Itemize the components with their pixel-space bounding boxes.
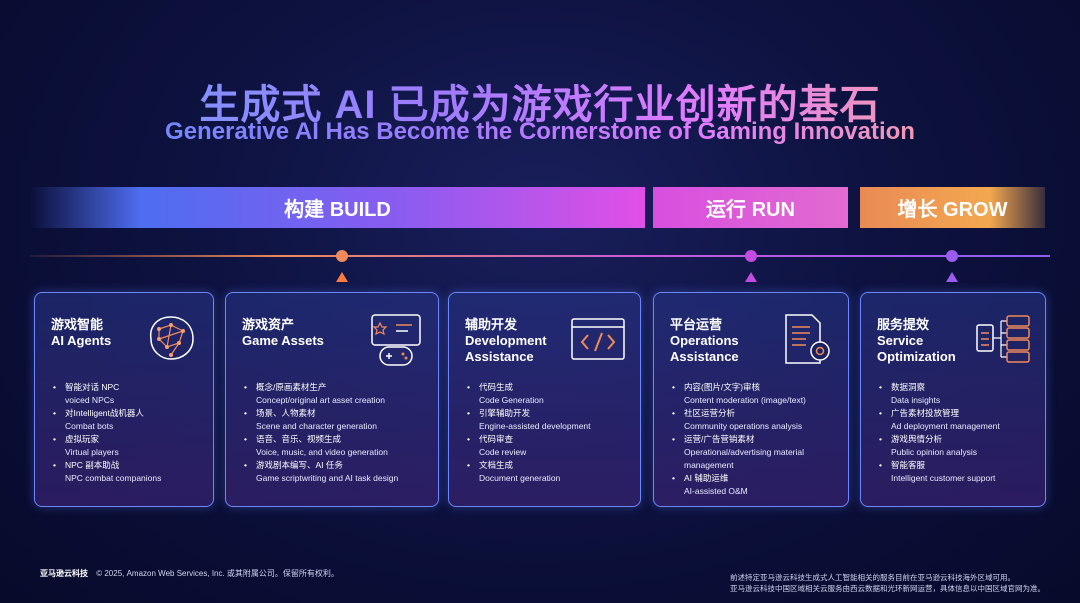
card-title-en2: Assistance	[465, 349, 534, 364]
card-title-cn: 游戏资产	[242, 317, 295, 332]
card-title: 游戏智能 AI Agents	[51, 317, 111, 349]
phase-grow: 增长 GROW	[860, 187, 1045, 228]
triangle-marker-run	[745, 272, 757, 282]
brain-network-icon	[149, 316, 194, 360]
timeline	[30, 255, 1050, 257]
card-title-en: Game Assets	[242, 333, 324, 348]
card-title-en: Operations	[670, 333, 739, 348]
footer-left: 亚马逊云科技 © 2025, Amazon Web Services, Inc.…	[40, 568, 339, 579]
card-title: 平台运营 Operations Assistance	[670, 317, 739, 365]
note-line: 亚马逊云科技中国区域相关云服务由西云数据和光环新网运营，具体信息以中国区域官网为…	[730, 584, 1045, 593]
card-title: 服务提效 Service Optimization	[877, 317, 956, 365]
flow-chart-icon	[976, 315, 1030, 363]
timeline-dot-grow	[946, 250, 958, 262]
timeline-dot-build	[336, 250, 348, 262]
note-line: 前述特定亚马逊云科技生成式人工智能相关的服务目前在亚马逊云科技海外区域可用。	[730, 573, 1015, 582]
card-title-en2: Assistance	[670, 349, 739, 364]
card-title-en2: Optimization	[877, 349, 956, 364]
card-title-en: Service	[877, 333, 924, 348]
brand-logo: 亚马逊云科技	[40, 569, 88, 578]
card-title: 辅助开发 Development Assistance	[465, 317, 547, 365]
title-en: Generative AI Has Become the Cornerstone…	[0, 118, 1080, 146]
card-operations-assistance: 平台运营 Operations Assistance 内容(图片/文字)审核Co…	[653, 292, 849, 507]
phase-run: 运行 RUN	[653, 187, 848, 228]
title-cn: 生成式 AI 已成为游戏行业创新的基石	[0, 72, 1080, 130]
card-title-cn: 游戏智能	[51, 317, 104, 332]
code-window-icon	[571, 318, 625, 360]
triangle-marker-build	[336, 272, 348, 282]
document-gear-icon	[785, 314, 830, 364]
card-title-cn: 辅助开发	[465, 317, 518, 332]
card-title-cn: 平台运营	[670, 317, 723, 332]
copyright: © 2025, Amazon Web Services, Inc. 或其附属公司…	[96, 569, 339, 578]
card-title: 游戏资产 Game Assets	[242, 317, 324, 349]
footer-note: 前述特定亚马逊云科技生成式人工智能相关的服务目前在亚马逊云科技海外区域可用。 亚…	[730, 572, 1050, 594]
card-title-cn: 服务提效	[877, 317, 930, 332]
phase-build: 构建 BUILD	[30, 187, 645, 228]
gamepad-screen-icon	[371, 314, 421, 366]
triangle-marker-grow	[946, 272, 958, 282]
card-title-en: AI Agents	[51, 333, 112, 348]
card-title-en: Development	[465, 333, 547, 348]
timeline-dot-run	[745, 250, 757, 262]
card-game-assets: 游戏资产 Game Assets 概念/原画素材生产Concept/origin…	[225, 292, 439, 507]
